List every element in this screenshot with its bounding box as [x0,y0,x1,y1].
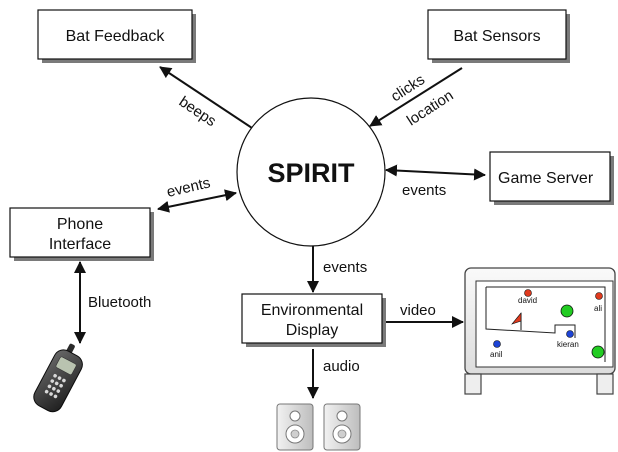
green-target [591,345,605,359]
phone-interface-label-line2: Interface [49,236,111,253]
clicks-label: clicks [388,71,428,105]
audio-label: audio [323,358,360,375]
flag-marker [511,312,522,330]
bat-sensors-label: Bat Sensors [453,28,540,45]
events-game-label: events [402,182,446,199]
bat-feedback-node: Bat Feedback [37,9,196,63]
spirit-label: SPIRIT [267,158,355,188]
env-display-label-line2: Display [286,322,338,339]
spirit-hub: SPIRIT [236,97,386,247]
game-server-node: Game Server [489,151,614,205]
clicks-location-arrow [369,67,463,127]
environmental-display-node: Environmental Display [241,293,386,347]
bat-feedback-label: Bat Feedback [66,28,166,45]
events-phone-label: events [165,174,212,201]
tv-foot-left [464,373,482,395]
room-walls [485,286,606,362]
phone-interface-label-line1: Phone [57,216,103,233]
env-display-label-line1: Environmental [261,302,363,319]
game-screen-display: david ali kieran anil [464,267,616,395]
beeps-label: beeps [176,93,219,130]
beeps-arrow [159,66,253,129]
player-david-label: david [518,296,537,305]
bat-sensors-node: Bat Sensors [427,9,570,63]
player-anil-label: anil [490,350,503,359]
player-ali-label: ali [594,304,602,313]
player-ali-dot [595,292,603,300]
speaker-icon [276,403,361,451]
phone-interface-node: Phone Interface [9,207,154,261]
video-label: video [400,302,436,319]
events-game-arrow [385,164,486,181]
tv-foot-right [596,373,614,395]
mobile-phone-icon [33,343,83,413]
events-display-label: events [323,259,367,276]
game-server-label: Game Server [498,170,594,187]
player-david-dot [524,289,532,297]
player-anil-dot [493,340,501,348]
green-target [560,304,574,318]
tv-screen [475,280,614,368]
player-kieran-label: kieran [557,340,579,349]
events-phone-arrow [157,189,237,213]
bluetooth-label: Bluetooth [88,294,151,311]
player-kieran-dot [566,330,574,338]
